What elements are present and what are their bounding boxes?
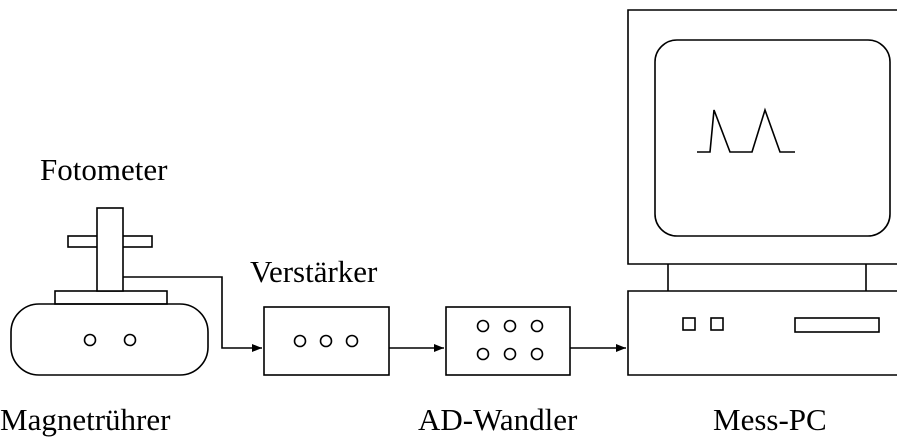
ad-converter-knob (476, 319, 490, 333)
label-ad-wandler: AD-Wandler (418, 402, 578, 437)
stirrer-body (10, 303, 209, 376)
label-magnetruehrer: Magnetrührer (0, 402, 171, 437)
pc-monitor-frame (627, 9, 897, 265)
stirrer-knob-right (123, 333, 137, 347)
label-fotometer: Fotometer (40, 152, 168, 187)
ad-converter-knob (476, 347, 490, 361)
ad-converter-knob (503, 319, 517, 333)
amplifier-knob (319, 334, 333, 348)
pc-screen-signal-trace (697, 107, 795, 153)
ad-converter-knob (530, 319, 544, 333)
stirrer-knob-left (83, 333, 97, 347)
photometer-probe (96, 207, 124, 292)
ad-converter-knob (503, 347, 517, 361)
signal-line-photometer-to-amplifier (123, 276, 262, 352)
magnetic-stirrer (10, 290, 209, 376)
label-verstaerker: Verstärker (250, 254, 378, 289)
amplifier-knob (345, 334, 359, 348)
pc-drive-bay (682, 317, 696, 331)
measurement-pc (627, 9, 897, 376)
ad-converter (445, 306, 571, 376)
label-mess-pc: Mess-PC (713, 402, 827, 437)
pc-case (627, 290, 897, 376)
amplifier-box (263, 306, 390, 376)
pc-drive-bay (710, 317, 724, 331)
amplifier (263, 306, 390, 376)
ad-converter-knob (530, 347, 544, 361)
photometer (67, 207, 153, 292)
pc-monitor-screen (654, 39, 891, 237)
amplifier-knob (293, 334, 307, 348)
pc-disk-slot (794, 317, 880, 333)
stirrer-top-plate (54, 290, 168, 305)
ad-converter-box (445, 306, 571, 376)
